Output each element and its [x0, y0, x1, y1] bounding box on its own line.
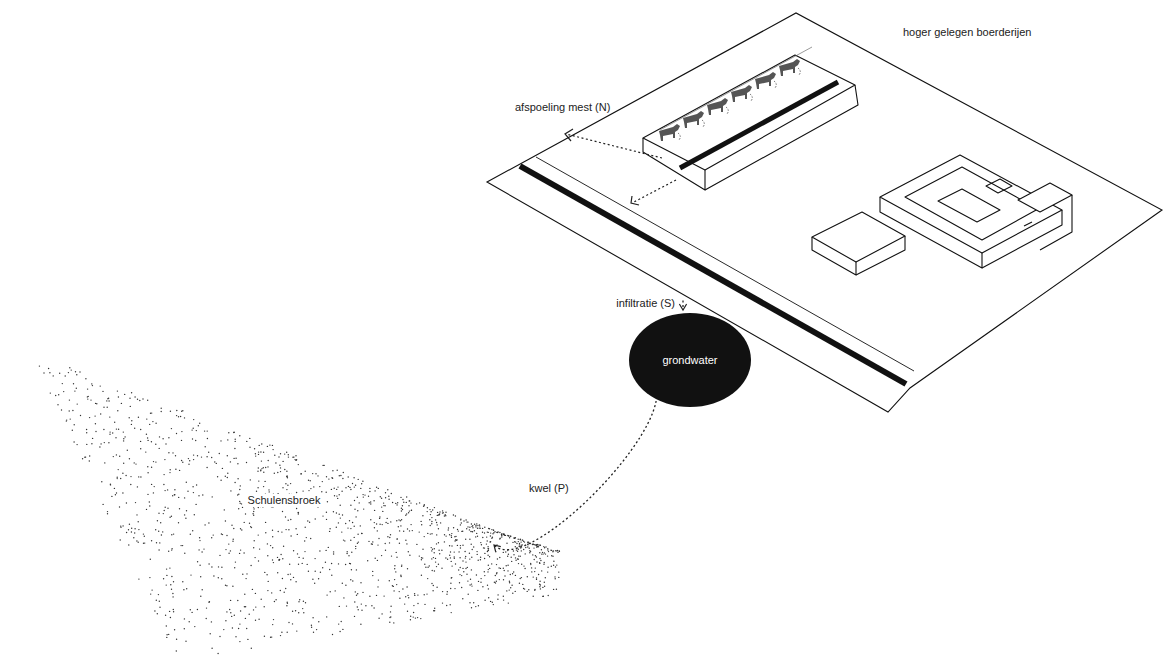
- edge-label: kwel (P): [529, 482, 569, 495]
- wetland-area: Schulensbroek: [26, 356, 566, 662]
- flow-label: afspoeling mest (N): [515, 101, 610, 114]
- edge-label: infiltratie (S): [616, 297, 675, 310]
- node-label: hoger gelegen boerderijen: [903, 26, 1031, 39]
- groundwater-ellipse: grondwater: [628, 312, 752, 408]
- farm-plane: hoger gelegen boerderijen: [486, 12, 1164, 414]
- wetland-area-outline: [26, 356, 566, 662]
- flow-arrow: [494, 401, 656, 552]
- node-label: grondwater: [662, 354, 717, 367]
- node-label: Schulensbroek: [246, 494, 323, 507]
- farm-plane-outline: [486, 12, 1164, 414]
- flow-arrow: [679, 300, 686, 310]
